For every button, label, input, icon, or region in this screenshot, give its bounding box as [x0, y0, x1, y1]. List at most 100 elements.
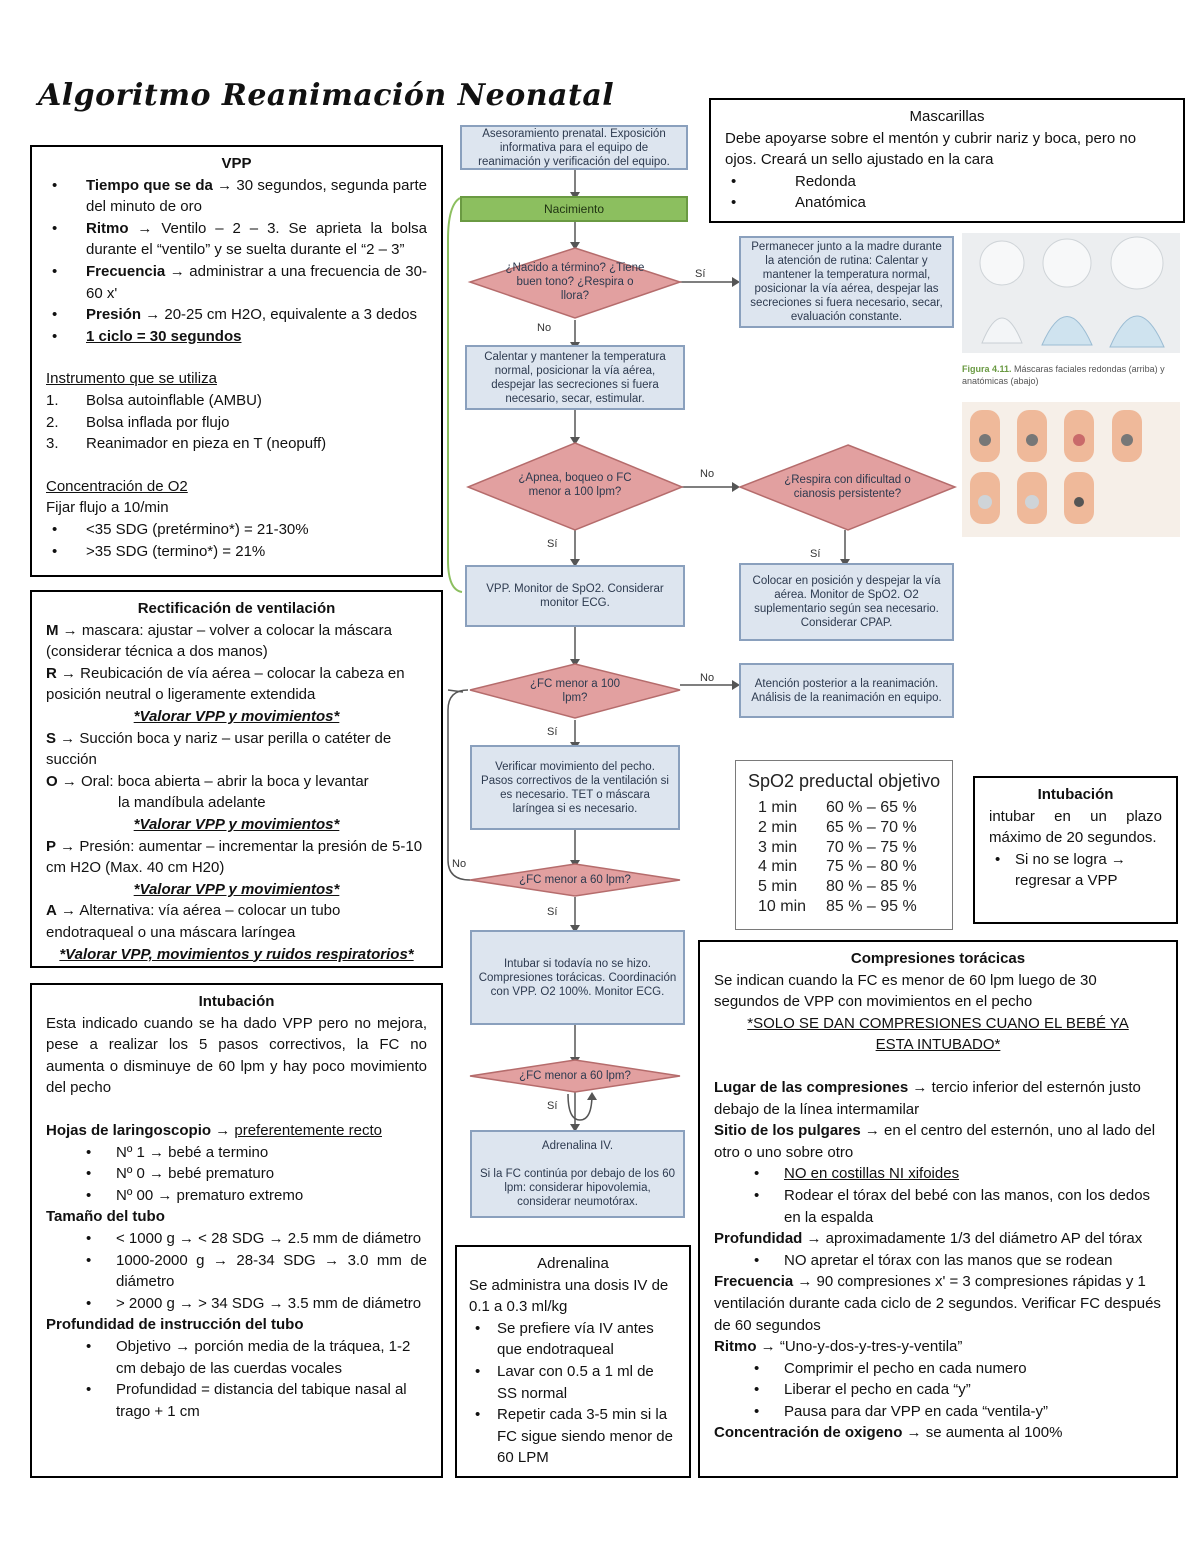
list-item: Lavar con 0.5 a 1 ml de SS normal: [469, 1361, 677, 1404]
instrument-list: Bolsa autoinflable (AMBU) Bolsa inflada …: [46, 390, 427, 455]
list-item: Profundidad = distancia del tabique nasa…: [46, 1379, 427, 1422]
si-label: Sí: [547, 1100, 558, 1112]
list-item: Presión → 20-25 cm H2O, equivalente a 3 …: [46, 304, 427, 326]
vpp-box: VPP Tiempo que se da → 30 segundos, segu…: [30, 145, 443, 577]
list-item: Nº 0 → bebé prematuro: [46, 1163, 427, 1185]
list-item: 1000-2000 g → 28-34 SDG → 3.0 mm de diám…: [46, 1250, 427, 1293]
list-item: Bolsa inflada por flujo: [46, 412, 427, 434]
list-item: Comprimir el pecho en cada numero: [714, 1358, 1162, 1380]
instrument-heading: Instrumento que se utiliza: [46, 370, 217, 388]
compresiones-title: Compresiones torácicas: [850, 950, 1026, 967]
adrenalina-text: Se administra una dosis IV de 0.1 a 0.3 …: [469, 1276, 669, 1316]
decision-diamond: [469, 663, 681, 719]
flow-intubar: Intubar si todavía no se hizo. Compresio…: [470, 930, 685, 1025]
compresiones-box: Compresiones torácicas Se indican cuando…: [698, 940, 1178, 1478]
adrenalina-title: Adrenalina: [537, 1255, 609, 1272]
list-item: Si no se logra → regresar a VPP: [989, 849, 1162, 892]
list-item: Rodear el tórax del bebé con las manos, …: [714, 1185, 1162, 1228]
ritmo-list: Comprimir el pecho en cada numero Libera…: [714, 1358, 1162, 1423]
rectificacion-box: Rectificación de ventilación M → mascara…: [30, 590, 443, 968]
intubacion-box: Intubación Esta indicado cuando se ha da…: [30, 983, 443, 1478]
flow-madre: Permanecer junto a la madre durante la a…: [739, 236, 954, 328]
list-item: Tiempo que se da → 30 segundos, segunda …: [46, 175, 427, 218]
o2-heading: Concentración de O2: [46, 477, 188, 495]
valorar-final-note: *Valorar VPP, movimientos y ruidos respi…: [59, 945, 414, 963]
list-item: 1 ciclo = 30 segundos: [46, 326, 427, 348]
list-item: Se prefiere vía IV antes que endotraquea…: [469, 1318, 677, 1361]
spo2-heading: SpO2 preductal objetivo: [748, 771, 941, 791]
profundidad-text: Profundidad → aproximadamente 1/3 del di…: [714, 1230, 1143, 1248]
list-item: < 1000 g → < 28 SDG → 2.5 mm de diámetro: [46, 1228, 427, 1250]
adrenalina-list: Se prefiere vía IV antes que endotraquea…: [469, 1318, 677, 1469]
flow-colocar: Colocar en posición y despejar la vía aé…: [739, 563, 954, 641]
intubacion-plazo-box: Intubación intubar en un plazo máximo de…: [973, 776, 1178, 924]
rect-p: P → Presión: aumentar – incrementar la p…: [46, 837, 423, 877]
face-mask-illustration: [979, 236, 1165, 348]
list-item: > 2000 g → > 34 SDG → 3.5 mm de diámetro: [46, 1293, 427, 1315]
mascarillas-list: Redonda Anatómica: [725, 171, 1169, 214]
valorar-note: *Valorar VPP y movimientos*: [133, 707, 340, 725]
flow-adrenalina: Adrenalina IV. Si la FC continúa por deb…: [470, 1130, 685, 1218]
tamano-list: < 1000 g → < 28 SDG → 2.5 mm de diámetro…: [46, 1228, 427, 1314]
list-item: Repetir cada 3-5 min si la FC sigue sien…: [469, 1404, 677, 1469]
rect-r: R → Reubicación de vía aérea – colocar l…: [46, 664, 405, 704]
mask-photo: [962, 233, 1180, 353]
si-label: Sí: [547, 538, 558, 550]
flow-decision-2: ¿Apnea, boqueo o FC menor a 100 lpm?: [518, 472, 632, 498]
figure-caption: Figura 4.11. Máscaras faciales redondas …: [962, 364, 1165, 386]
flow-verificar: Verificar movimiento del pecho. Pasos co…: [470, 745, 680, 830]
adrenalina-step: Adrenalina IV.: [541, 1140, 614, 1152]
intubacion-plazo-list: Si no se logra → regresar a VPP: [989, 849, 1162, 892]
compresiones-note: *SOLO SE DAN COMPRESIONES CUANO EL BEBÉ …: [747, 1014, 1129, 1054]
no-label: No: [700, 672, 715, 684]
intubacion-plazo-title: Intubación: [1037, 786, 1114, 803]
list-item: Objetivo → porción media de la tráquea, …: [46, 1336, 427, 1379]
flow-decision-5: ¿FC menor a 60 lpm?: [519, 874, 631, 886]
list-item: Bolsa autoinflable (AMBU): [46, 390, 427, 412]
decision-diamond: [466, 442, 684, 531]
profundidad-list: NO apretar el tórax con las manos que se…: [714, 1250, 1162, 1272]
si-label: Sí: [695, 268, 706, 280]
si-label: Sí: [810, 548, 821, 560]
flow-calentar: Calentar y mantener la temperatura norma…: [465, 345, 685, 410]
page-title: Algoritmo Reanimación Neonatal: [38, 78, 615, 113]
list-item: Nº 00 → prematuro extremo: [46, 1185, 427, 1207]
si-label: Sí: [547, 906, 558, 918]
intubacion-text: Esta indicado cuando se ha dado VPP pero…: [46, 1014, 427, 1097]
lugar-text: Lugar de las compresiones → tercio infer…: [714, 1078, 1141, 1118]
sitio-text: Sitio de los pulgares → en el centro del…: [714, 1122, 1156, 1161]
mask-technique-photo: [962, 402, 1180, 537]
flow-prenatal: Asesoramiento prenatal. Exposición infor…: [460, 125, 688, 170]
decision-diamond: [467, 247, 683, 319]
face-mask-technique-illustration: [970, 410, 1142, 524]
list-item: <35 SDG (pretérmino*) = 21-30%: [46, 519, 427, 541]
frecuencia-text: Frecuencia → 90 compresiones x' = 3 comp…: [714, 1273, 1161, 1334]
si-label: Sí: [547, 726, 558, 738]
vpp-list: Tiempo que se da → 30 segundos, segunda …: [46, 175, 427, 348]
list-item: >35 SDG (termino*) = 21%: [46, 541, 427, 563]
mascarillas-title: Mascarillas: [909, 108, 985, 125]
mascarillas-box: Mascarillas Debe apoyarse sobre el mentó…: [709, 98, 1185, 223]
flow-decision-6: ¿FC menor a 60 lpm?: [519, 1070, 631, 1082]
flow-decision-1: ¿Nacido a término? ¿Tiene buen tono? ¿Re…: [505, 262, 645, 302]
mascarillas-text: Debe apoyarse sobre el mentón y cubrir n…: [725, 129, 1137, 169]
tamano-heading: Tamaño del tubo: [46, 1208, 165, 1226]
rect-a: A → Alternativa: vía aérea – colocar un …: [46, 902, 341, 941]
list-item: Frecuencia → administrar a una frecuenci…: [46, 261, 427, 304]
list-item: Reanimador en pieza en T (neopuff): [46, 433, 427, 455]
valorar-note: *Valorar VPP y movimientos*: [133, 880, 340, 898]
decision-diamond: [469, 1059, 681, 1093]
adrenalina-box: Adrenalina Se administra una dosis IV de…: [455, 1245, 691, 1478]
o2-list: <35 SDG (pretérmino*) = 21-30% >35 SDG (…: [46, 519, 427, 562]
valorar-note: *Valorar VPP y movimientos*: [133, 815, 340, 833]
list-item: NO en costillas NI xifoides: [714, 1163, 1162, 1185]
list-item: Pausa para dar VPP en cada “ventila-y”: [714, 1401, 1162, 1423]
o2-text: Fijar flujo a 10/min: [46, 499, 169, 517]
